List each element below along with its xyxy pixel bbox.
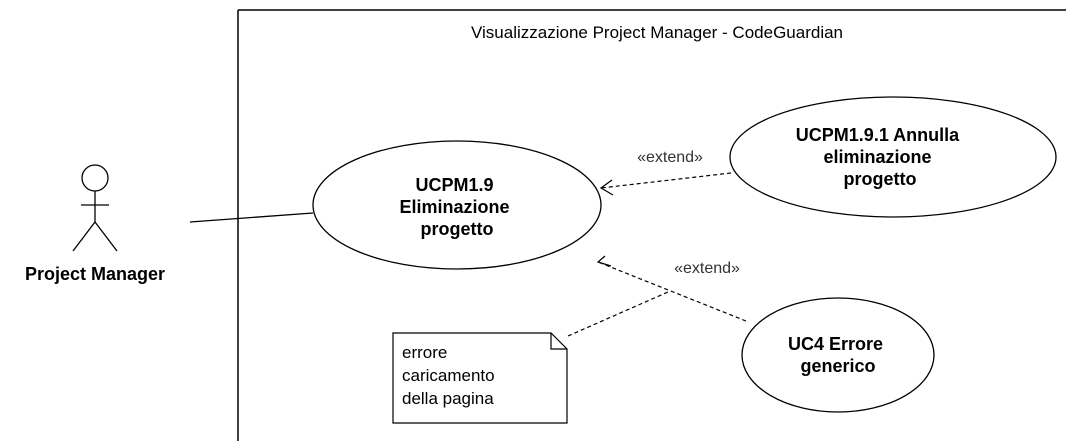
actor-label: Project Manager xyxy=(25,264,165,284)
note-line-3: della pagina xyxy=(402,389,494,408)
svg-text:UCPM1.9 Eliminazione: UCPM1.9 Eliminazione progetto xyxy=(399,175,514,239)
open-arrowhead-icon xyxy=(599,179,614,196)
svg-text:UC4 Errore generico: UC4 Errore generico xyxy=(788,334,888,376)
use-case-ucpm1-9-line-1: UCPM1.9 xyxy=(415,175,493,195)
note-line-2: caricamento xyxy=(402,366,495,385)
system-title: Visualizzazione Project Manager - CodeGu… xyxy=(471,23,843,42)
use-case-ucpm1-9-1[interactable]: UCPM1.9.1 Annulla eliminazione progetto xyxy=(729,96,1057,218)
svg-text:UCPM1.9.1 Annulla elimin: UCPM1.9.1 Annulla eliminazione progetto xyxy=(796,125,964,189)
use-case-ucpm1-9-1-line-1: UCPM1.9.1 Annulla xyxy=(796,125,960,145)
stick-figure-icon xyxy=(72,164,118,252)
actor-project-manager[interactable]: Project Manager xyxy=(25,164,165,284)
use-case-uc4[interactable]: UC4 Errore generico xyxy=(741,297,935,413)
note-line-1: errore xyxy=(402,343,447,362)
association-line xyxy=(189,212,314,223)
note-anchor-line xyxy=(567,291,669,337)
use-case-uc4-line-2: generico xyxy=(800,356,875,376)
extend-label-cancel: «extend» xyxy=(637,149,703,166)
system-boundary: Visualizzazione Project Manager - CodeGu… xyxy=(237,9,1066,441)
extend-relation-cancel[interactable]: «extend» xyxy=(599,149,732,196)
use-case-ucpm1-9-line-2: Eliminazione xyxy=(399,197,509,217)
note-box[interactable]: errore caricamento della pagina xyxy=(392,332,568,424)
use-case-uc4-line-1: UC4 Errore xyxy=(788,334,883,354)
extend-relation-error[interactable]: «extend» xyxy=(596,255,747,322)
extend-label-error: «extend» xyxy=(674,260,740,277)
svg-text:errore caricamento: errore caricamento della pagina xyxy=(402,343,499,408)
open-arrowhead-icon xyxy=(596,255,612,267)
note-fold-icon xyxy=(550,333,567,350)
use-case-ucpm1-9-1-line-3: progetto xyxy=(844,169,917,189)
use-case-ucpm1-9-1-line-2: eliminazione xyxy=(823,147,931,167)
use-case-ucpm1-9-line-3: progetto xyxy=(421,219,494,239)
use-case-ucpm1-9[interactable]: UCPM1.9 Eliminazione progetto xyxy=(312,140,602,270)
